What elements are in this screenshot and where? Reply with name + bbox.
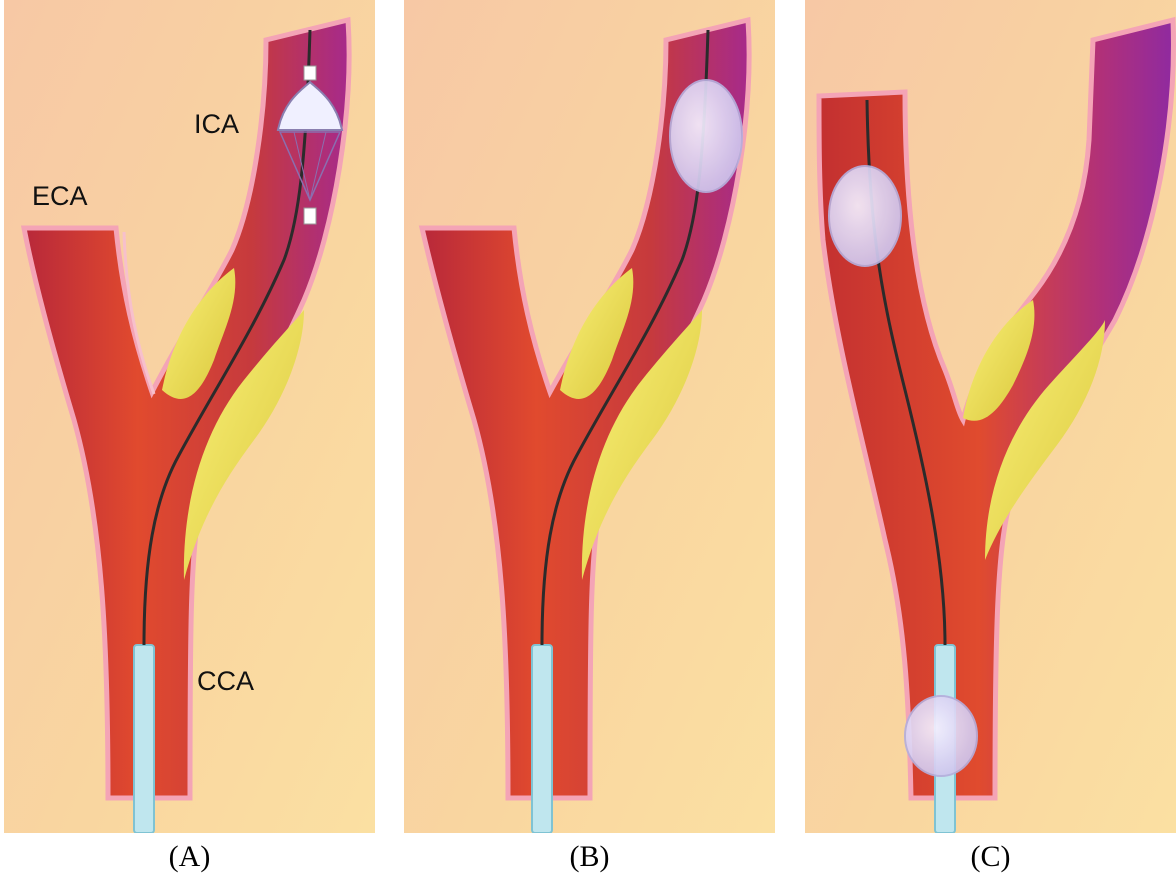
eca-label: ECA bbox=[32, 181, 88, 211]
cca-label: CCA bbox=[197, 666, 254, 696]
panel-b bbox=[404, 0, 775, 833]
occlusion-balloon-distal bbox=[670, 80, 742, 192]
diagram-b bbox=[404, 0, 775, 833]
occlusion-balloon-eca bbox=[829, 166, 901, 266]
caption-a: (A) bbox=[4, 833, 375, 881]
caption-c: (C) bbox=[805, 833, 1176, 881]
panel-c bbox=[805, 0, 1176, 833]
panel-a: ICA ECA CCA bbox=[4, 0, 375, 833]
diagram-a: ICA ECA CCA bbox=[4, 0, 375, 833]
occlusion-balloon-cca bbox=[905, 696, 977, 776]
caption-b: (B) bbox=[404, 833, 775, 881]
ica-label: ICA bbox=[194, 109, 239, 139]
catheter bbox=[134, 645, 154, 833]
catheter bbox=[532, 645, 552, 833]
diagram-c bbox=[805, 0, 1176, 833]
